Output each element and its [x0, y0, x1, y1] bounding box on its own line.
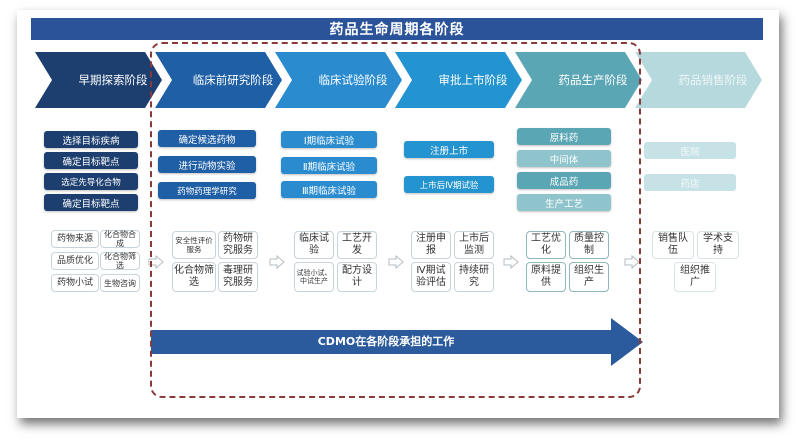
- arrow-right-outline-icon: [388, 255, 404, 269]
- stage-label: 药品销售阶段: [678, 73, 748, 87]
- service-tile: 化合物筛选: [172, 262, 216, 292]
- activity-pill: 生产工艺: [517, 194, 611, 211]
- activity-pill: 药店: [644, 174, 736, 191]
- chevron-clinical: [275, 52, 402, 108]
- stage-sales: 药品销售阶段: [652, 52, 762, 108]
- activity-pill: 医院: [644, 142, 736, 159]
- service-tile: 试验小试、中试生产: [294, 262, 334, 292]
- activity-pill: 药物药理学研究: [158, 182, 256, 199]
- service-tile: 毒理研究服务: [218, 262, 258, 292]
- activity-pill: 中间体: [517, 150, 611, 167]
- service-tile: 配方设计: [337, 262, 377, 292]
- chevron-preclinical: [155, 52, 282, 108]
- stage-label: 临床试验阶段: [318, 73, 388, 87]
- service-tile: 工艺优化: [526, 231, 566, 259]
- service-tile: 注册申报: [411, 231, 451, 259]
- service-tile: 药物研究服务: [218, 231, 258, 259]
- service-tile: 销售队伍: [652, 231, 694, 259]
- stage-approval: 审批上市阶段: [412, 52, 522, 108]
- service-tile: 安全性评价服务: [172, 231, 216, 259]
- chevron-approval: [395, 52, 522, 108]
- stage-production: 药品生产阶段: [532, 52, 642, 108]
- service-tile: 组织生产: [569, 262, 609, 292]
- activity-pill: 选择目标疾病: [44, 131, 138, 148]
- stage-label: 临床前研究阶段: [192, 73, 274, 87]
- service-tile: 药物来源: [51, 230, 99, 248]
- cdmo-label: CDMO在各阶段承担的工作: [317, 335, 455, 348]
- activity-pill: 成品药: [517, 172, 611, 189]
- service-tile: 临床试验: [294, 231, 334, 259]
- activity-pill: 原料药: [517, 128, 611, 145]
- stage-clinical: 临床试验阶段: [292, 52, 402, 108]
- service-tile: 工艺开发: [337, 231, 377, 259]
- service-tile: 药物小试: [51, 274, 99, 292]
- service-tile: 原料提供: [526, 262, 566, 292]
- chevron-sales: [635, 52, 762, 108]
- stage-label: 药品生产阶段: [558, 73, 628, 87]
- diagram-title-text: 药品生命周期各阶段: [329, 22, 465, 38]
- activity-pill: 确定目标靶点: [44, 194, 138, 211]
- service-tile: 质量控制: [569, 231, 609, 259]
- activity-pill: Ⅱ期临床试验: [281, 157, 377, 174]
- chevron-production: [515, 52, 642, 108]
- activity-pill: Ⅲ期临床试验: [281, 181, 377, 198]
- arrow-right-outline-icon: [148, 255, 164, 269]
- service-tile: 学术支持: [697, 231, 739, 259]
- service-tile: 品质优化: [51, 252, 99, 270]
- activity-pill: 选定先导化合物: [44, 173, 138, 190]
- activity-pill: 确定目标靶点: [44, 152, 138, 169]
- service-tile: 化合物合成: [100, 230, 140, 248]
- activity-pill: Ⅰ期临床试验: [281, 131, 377, 148]
- stage-label: 早期探索阶段: [78, 73, 148, 87]
- chevron-early: [35, 52, 162, 108]
- stage-label: 审批上市阶段: [438, 73, 508, 87]
- service-tile: 上市后监测: [454, 231, 494, 259]
- service-tile: Ⅳ期试验评估: [411, 262, 451, 292]
- activity-pill: 上市后Ⅳ期试验: [404, 176, 494, 193]
- arrow-right-outline-icon: [269, 255, 285, 269]
- activity-pill: 注册上市: [404, 141, 494, 158]
- stage-preclinical: 临床前研究阶段: [172, 52, 282, 108]
- service-tile: 持续研究: [454, 262, 494, 292]
- service-tile: 组织推广: [674, 262, 716, 292]
- cdmo-arrow: [151, 318, 643, 366]
- activity-pill: 确定候选药物: [158, 130, 256, 147]
- diagram-title: 药品生命周期各阶段: [31, 18, 763, 40]
- service-tile: 生物咨询: [100, 274, 140, 292]
- service-tile: 化合物筛选: [100, 252, 140, 270]
- activity-pill: 进行动物实验: [158, 156, 256, 173]
- stage-early: 早期探索阶段: [52, 52, 162, 108]
- arrow-right-outline-icon: [503, 255, 519, 269]
- arrow-right-outline-icon: [624, 255, 640, 269]
